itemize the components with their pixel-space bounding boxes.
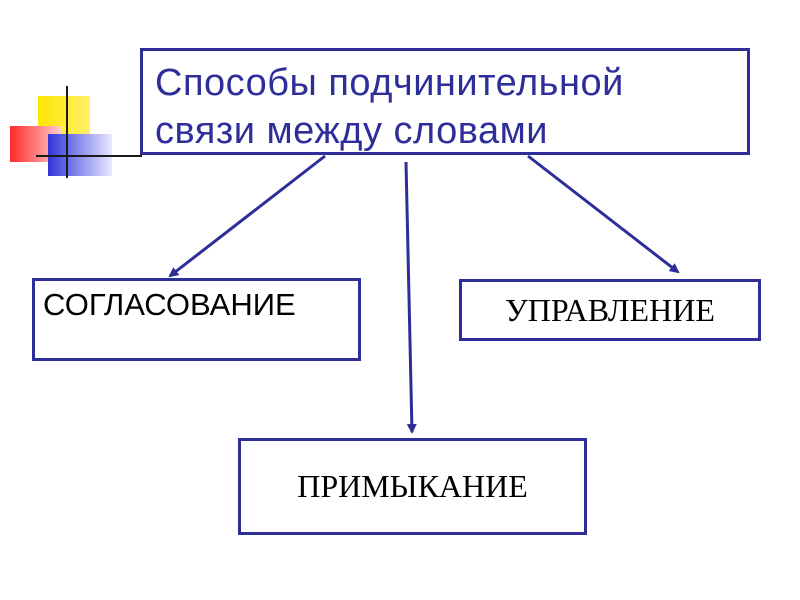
arrow-to-government [527, 154, 680, 274]
slide-title: Способы подчинительной связи между слова… [155, 62, 624, 152]
decor-vertical-line [66, 86, 68, 178]
decor-horizontal-line [36, 155, 142, 157]
government-label: УПРАВЛЕНИЕ [505, 291, 715, 328]
agreement-box: СОГЛАСОВАНИЕ [32, 278, 361, 361]
title-box: Способы подчинительной связи между слова… [140, 48, 750, 155]
adjunction-label: ПРИМЫКАНИЕ [297, 468, 528, 504]
adjunction-box: ПРИМЫКАНИЕ [238, 438, 587, 535]
government-box: УПРАВЛЕНИЕ [459, 279, 761, 341]
arrow-to-adjunction [404, 161, 417, 434]
arrow-to-agreement [168, 154, 326, 278]
agreement-label: СОГЛАСОВАНИЕ [43, 287, 296, 322]
